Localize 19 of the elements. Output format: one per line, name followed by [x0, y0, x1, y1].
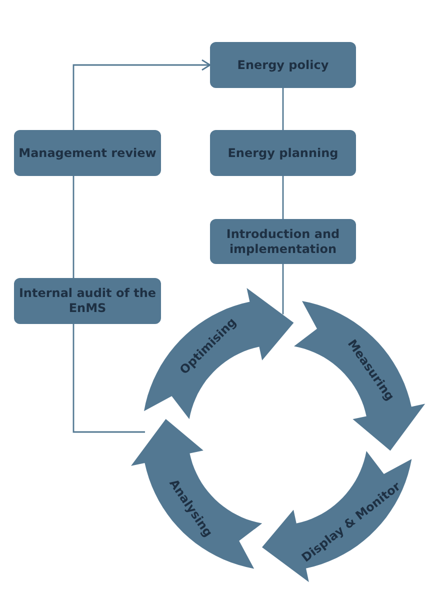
cycle-stage-segment [262, 450, 412, 582]
connector-line [282, 264, 284, 314]
cycle-stage-segment [131, 419, 262, 569]
arrow [72, 59, 211, 130]
process-box [210, 219, 356, 264]
connector-line [72, 324, 145, 433]
box-label: Internal audit of the EnMS [18, 286, 157, 316]
connector-line [72, 176, 74, 278]
connector-line [282, 88, 284, 130]
process-box [210, 42, 356, 88]
process-box [210, 130, 356, 176]
box-label: Management review [18, 146, 156, 160]
process-box [14, 278, 161, 324]
box-label: Energy planning [228, 146, 338, 160]
box-label: Introduction and implementation [225, 226, 341, 256]
process-box [14, 130, 161, 176]
box-label: Energy policy [237, 58, 329, 72]
connector-line [282, 176, 284, 219]
cycle-stage-segment [294, 301, 425, 451]
